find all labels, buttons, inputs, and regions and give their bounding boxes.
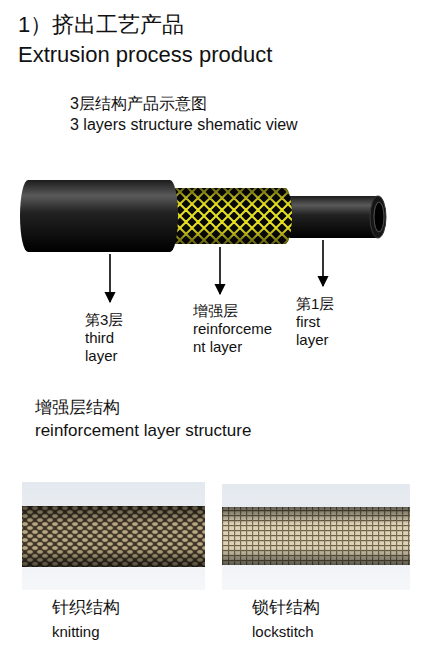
- layer-label: 第3层: [85, 311, 145, 329]
- photo-box: 针织结构knitting: [22, 482, 205, 590]
- page-subtitle: Extrusion process product: [18, 42, 418, 68]
- layer-label: 第1层: [296, 295, 356, 313]
- reinforcement-base: [160, 188, 292, 244]
- layer-label: first layer: [296, 313, 336, 349]
- lockstitch-photo: [222, 484, 410, 590]
- photo-caption: 锁针结构: [252, 598, 320, 618]
- layer-label: third layer: [85, 329, 131, 365]
- section-title: 增强层结构: [35, 398, 415, 418]
- layer-label: reinforcement layer: [193, 320, 273, 356]
- photo-caption: knitting: [52, 623, 100, 641]
- tube-bore: [374, 202, 384, 232]
- third-layer-tube: [20, 180, 178, 252]
- reinforcement-mesh: [160, 188, 292, 244]
- reinforcement-shade: [160, 188, 292, 244]
- tube-end: [370, 196, 386, 238]
- photo-box: 锁针结构lockstitch: [222, 484, 410, 590]
- page-title: 1）挤出工艺产品: [18, 12, 184, 38]
- leader-arrow: [109, 254, 111, 302]
- leader-arrow: [219, 247, 221, 294]
- photo-caption: lockstitch: [252, 623, 314, 641]
- photo-caption: 针织结构: [52, 598, 120, 618]
- figure-title: 3层结构产品示意图: [70, 94, 410, 113]
- figure-title: 3 layers structure shematic view: [70, 115, 410, 134]
- section-title: reinforcement layer structure: [35, 421, 415, 441]
- knitting-photo: [22, 482, 205, 590]
- layer-label: 增强层: [193, 302, 263, 320]
- leader-arrow: [322, 240, 324, 286]
